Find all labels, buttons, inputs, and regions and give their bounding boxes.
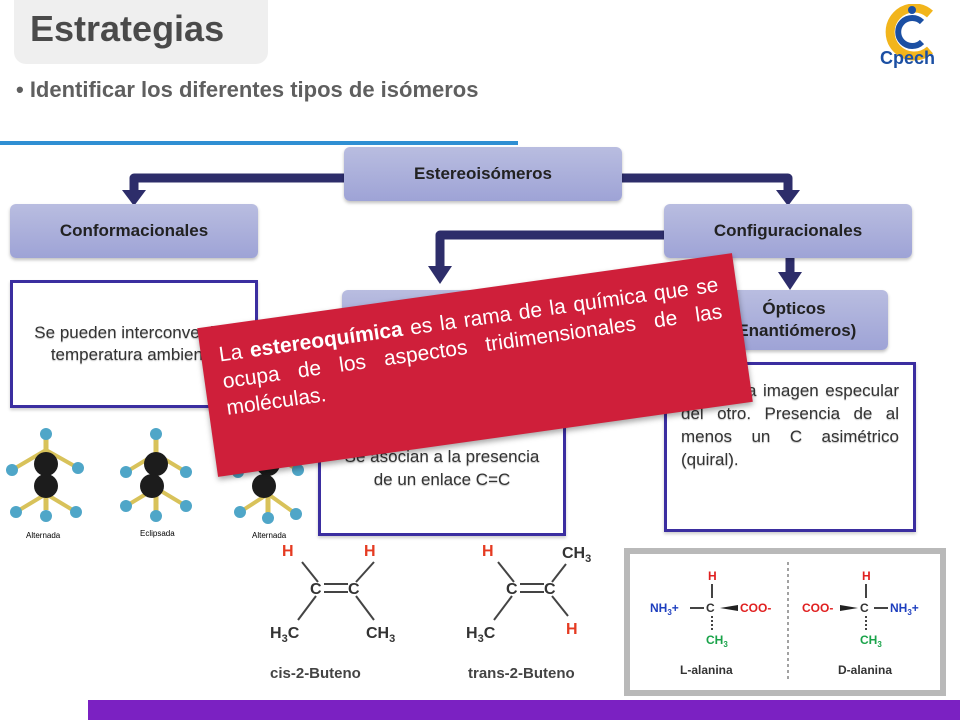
d-ala-ch: CH <box>860 633 877 647</box>
node-conformacionales: Conformacionales <box>10 204 258 258</box>
trans-h-right: H <box>566 621 578 638</box>
cis-c-left: C <box>310 581 322 598</box>
trans-ch3-c: CH <box>562 545 585 562</box>
d-ala-nh: NH <box>890 601 907 615</box>
l-ala-ch: CH <box>706 633 723 647</box>
node-estereoisomeros: Estereoisómeros <box>344 147 622 201</box>
trans-h3c-h: H <box>466 625 478 642</box>
trans-h3c-c: C <box>484 625 496 642</box>
conformer-label-1: Alternada <box>26 531 61 540</box>
l-ala-ch-sub: 3 <box>723 640 728 649</box>
trans-h-left: H <box>482 543 494 560</box>
footer-bar <box>88 700 960 720</box>
d-ala-coo: COO- <box>802 601 833 615</box>
trans-h3c-sub: 3 <box>478 633 484 645</box>
cpech-logo-text: Cpech <box>880 48 936 68</box>
l-ala-h: H <box>708 569 717 583</box>
cis-c-right: C <box>348 581 360 598</box>
cis-h3c-h: H <box>270 625 282 642</box>
node-opticos-line2: (Enantiómeros) <box>731 321 857 340</box>
d-alanina-label: D-alanina <box>838 663 892 677</box>
conformer-molecules: Alternada Eclipsada Alternada <box>6 428 304 540</box>
cpech-logo-icon <box>885 4 933 61</box>
objective-bullet: • Identificar los diferentes tipos de is… <box>16 77 479 102</box>
cis-ch3-sub: 3 <box>389 633 395 645</box>
conformer-label-2: Eclipsada <box>140 529 175 538</box>
svg-text:H3C: H3C <box>270 625 300 645</box>
node-opticos-line1: Ópticos <box>762 299 826 318</box>
l-ala-plus: + <box>672 601 679 615</box>
d-ala-c: C <box>860 601 869 615</box>
trans-c-right: C <box>544 581 556 598</box>
svg-text:H3C: H3C <box>466 625 496 645</box>
butene-structures: H H C C H3C CH3 H CH3 C C H3C H cis-2-Bu… <box>270 543 591 682</box>
trans-c-left: C <box>506 581 518 598</box>
conformer-label-3: Alternada <box>252 531 287 540</box>
cis-h-right: H <box>364 543 376 560</box>
alanina-structures: H C NH3+ COO- CH3 H C COO- NH3+ CH3 L-al… <box>650 562 919 682</box>
title-box <box>14 0 268 64</box>
d-ala-h: H <box>862 569 871 583</box>
l-alanina-label: L-alanina <box>680 663 733 677</box>
molecule-alternada-1 <box>6 428 84 522</box>
l-ala-nh: NH <box>650 601 667 615</box>
cis-caption: cis-2-Buteno <box>270 665 361 682</box>
svg-text:CH3: CH3 <box>860 633 882 649</box>
l-ala-nh-sub: 3 <box>667 608 672 617</box>
page-title: Estrategias <box>30 8 225 49</box>
trans-caption: trans-2-Buteno <box>468 665 575 682</box>
svg-text:CH3: CH3 <box>706 633 728 649</box>
molecule-eclipsada <box>120 428 192 522</box>
alanina-panel: H C NH3+ COO- CH3 H C COO- NH3+ CH3 L-al… <box>624 548 946 696</box>
d-ala-nh-sub: 3 <box>907 608 912 617</box>
cis-h3c-c: C <box>288 625 300 642</box>
title-rule <box>0 141 518 145</box>
d-ala-plus: + <box>912 601 919 615</box>
cis-h3c-sub: 3 <box>282 633 288 645</box>
svg-text:NH3+: NH3+ <box>650 601 679 617</box>
cis-h-left: H <box>282 543 294 560</box>
node-configuracionales: Configuracionales <box>664 204 912 258</box>
cis-ch3-c: CH <box>366 625 389 642</box>
l-ala-coo: COO- <box>740 601 771 615</box>
d-ala-ch-sub: 3 <box>877 640 882 649</box>
banner-text-before: La <box>217 339 252 367</box>
l-ala-c: C <box>706 601 715 615</box>
svg-text:CH3: CH3 <box>366 625 395 645</box>
trans-ch3-sub: 3 <box>585 553 591 565</box>
svg-text:NH3+: NH3+ <box>890 601 919 617</box>
svg-text:CH3: CH3 <box>562 545 591 565</box>
